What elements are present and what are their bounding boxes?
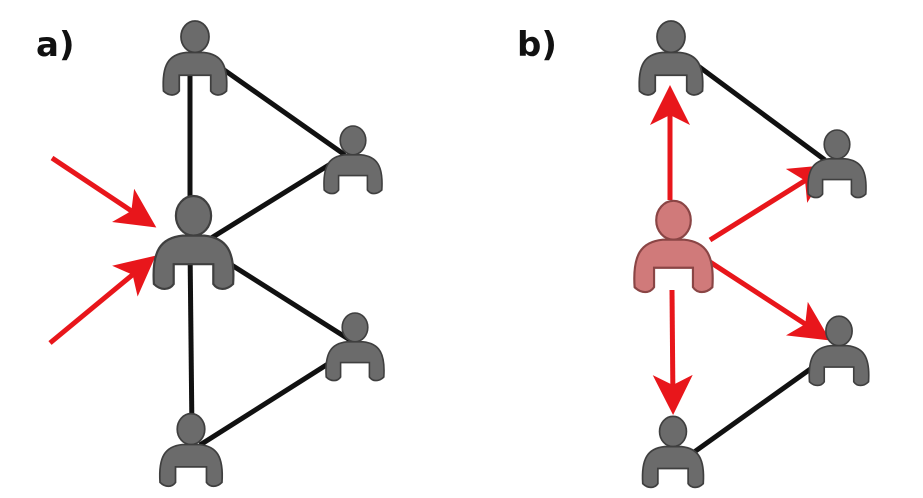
person-icon	[641, 415, 705, 489]
arrow-a-incoming-upper	[50, 155, 157, 228]
panel-b-label: b)	[517, 25, 557, 65]
arrow-b-down	[652, 289, 693, 415]
arrow-a-incoming-lower	[48, 255, 156, 345]
arrow-b-upper-right	[708, 164, 831, 243]
edge-b-bottom-lowright	[688, 352, 832, 458]
panel-a-edges	[187, 57, 352, 448]
panel-a-arrows	[48, 155, 157, 345]
person-icon	[807, 129, 867, 199]
panel-a-label: a)	[36, 25, 75, 65]
person-icon	[638, 20, 704, 96]
edge-a-center-right	[198, 152, 347, 248]
edge-a-bottom-lowright	[198, 347, 352, 448]
highlighted-person-icon	[633, 199, 714, 294]
person-icon	[808, 315, 870, 387]
person-icon	[323, 125, 383, 195]
edge-a-center-bottom	[187, 244, 195, 436]
person-icon	[152, 194, 235, 291]
arrow-b-lower-right	[708, 259, 831, 341]
edge-b-top-right	[688, 57, 827, 163]
edge-a-top-right	[208, 57, 347, 158]
panel-b-arrows	[650, 85, 831, 415]
person-icon	[325, 312, 385, 382]
person-icon	[162, 20, 228, 96]
person-icon	[158, 412, 224, 488]
panel-b-highlight	[633, 199, 714, 294]
panel-b-edges	[688, 57, 832, 458]
